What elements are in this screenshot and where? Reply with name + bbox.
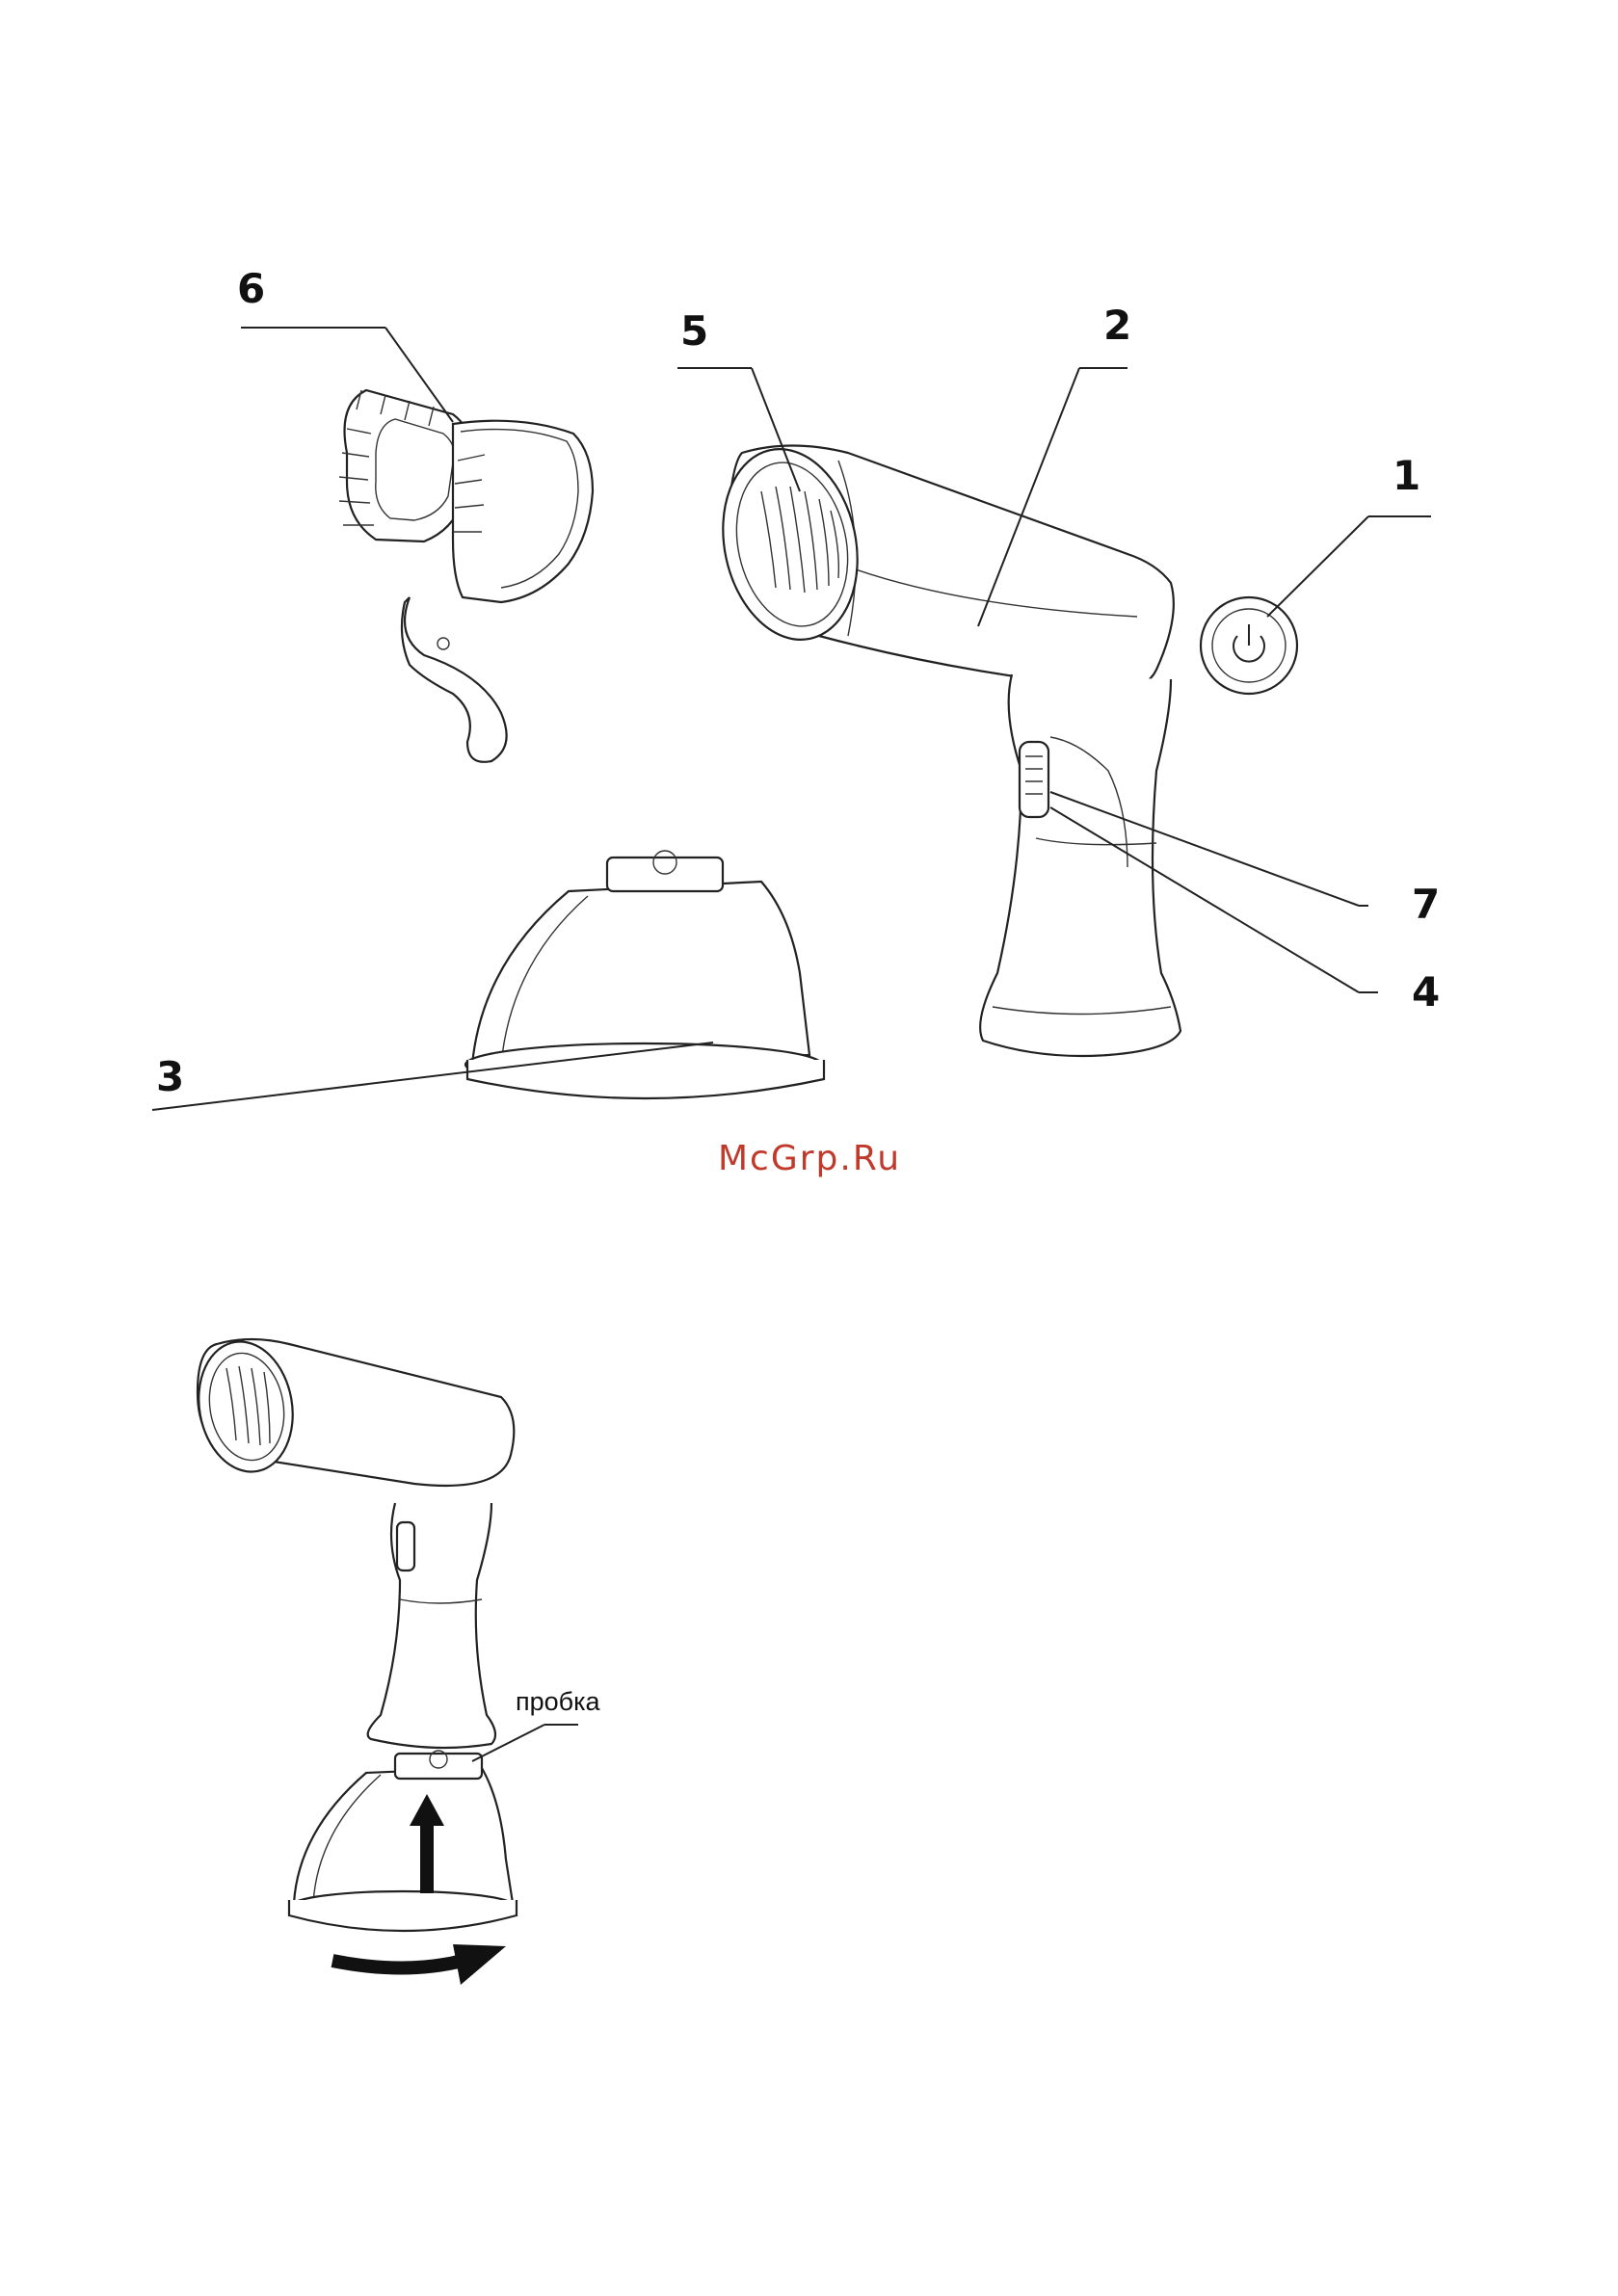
- power-button-detail: [1201, 597, 1297, 694]
- stopper-label: пробка: [516, 1687, 601, 1716]
- callout-1: 1: [1393, 452, 1420, 499]
- tank-removal-figure: пробка: [189, 1334, 601, 1985]
- parts-figure: 6 5 2 1 7 4 3: [152, 265, 1440, 1110]
- rotate-arrow: [332, 1944, 506, 1985]
- callout-2: 2: [1103, 302, 1131, 349]
- callout-7: 7: [1412, 881, 1440, 928]
- brush-attachment: [339, 390, 593, 762]
- callout-5: 5: [680, 307, 708, 355]
- water-tank: [465, 851, 824, 1098]
- callout-6: 6: [237, 265, 265, 312]
- callout-3: 3: [156, 1053, 184, 1100]
- watermark-text: McGrp.Ru: [718, 1139, 901, 1178]
- callout-4: 4: [1412, 968, 1440, 1016]
